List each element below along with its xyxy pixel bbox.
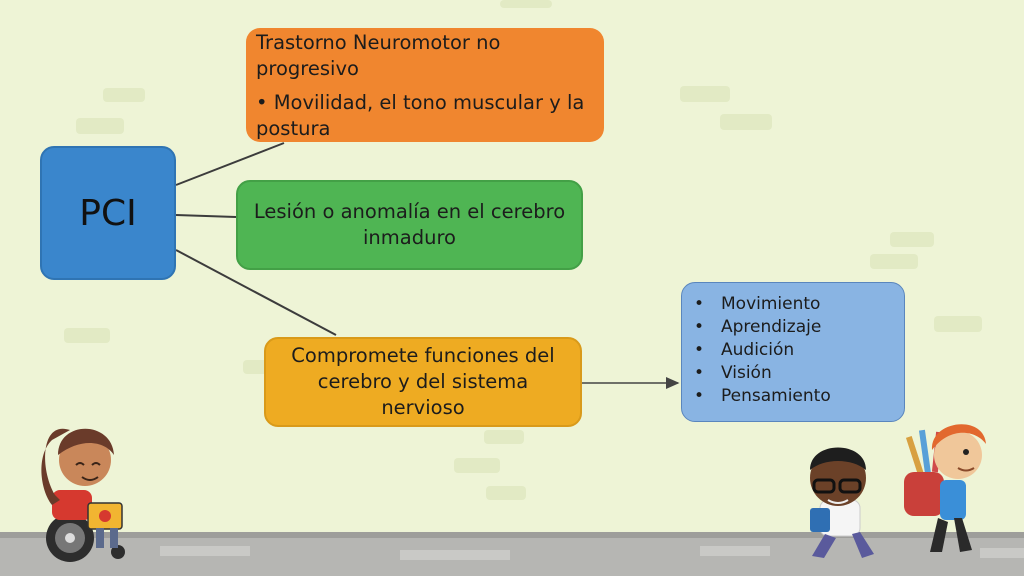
list-item: •Visión: [694, 363, 772, 383]
list-item: •Audición: [694, 340, 795, 360]
root-node-pci: PCI: [40, 146, 176, 280]
connector-to-top: [175, 142, 285, 186]
list-item: •Aprendizaje: [694, 317, 822, 337]
background-brick-marks: [64, 0, 982, 500]
list-item: •Movimiento: [694, 294, 821, 314]
node-trastorno: Trastorno Neuromotor no progresivo • Mov…: [246, 28, 604, 142]
connector-to-bottom: [175, 249, 337, 336]
node-compromete-text: Compromete funciones del cerebro y del s…: [291, 344, 555, 419]
kid-backpack-illustration: [904, 424, 986, 552]
node-lesion-text: Lesión o anomalía en el cerebro inmaduro: [253, 200, 566, 249]
node-trastorno-title: Trastorno Neuromotor no progresivo: [256, 31, 501, 80]
girl-wheelchair-illustration: [41, 428, 125, 562]
connector-to-middle: [175, 214, 237, 218]
boy-glasses-illustration: [810, 447, 874, 558]
node-compromete: Compromete funciones del cerebro y del s…: [264, 337, 582, 427]
node-funciones-list: •Movimiento •Aprendizaje •Audición •Visi…: [681, 282, 905, 422]
root-label: PCI: [79, 192, 137, 234]
node-lesion: Lesión o anomalía en el cerebro inmaduro: [236, 180, 583, 270]
list-item: •Pensamiento: [694, 386, 831, 406]
node-trastorno-bullet: • Movilidad, el tono muscular y la postu…: [256, 91, 585, 140]
